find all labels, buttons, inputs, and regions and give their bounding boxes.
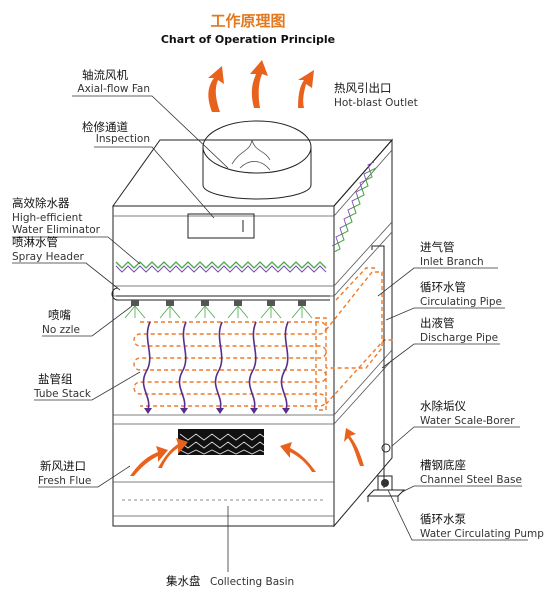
inspection-en: Inspection [96, 133, 150, 145]
nozzle [227, 300, 249, 319]
channel-steel-base [366, 489, 406, 497]
air-arrows [130, 60, 364, 476]
nozzle [159, 300, 181, 319]
nozzle [291, 300, 313, 319]
channel-steel-base-leader [401, 485, 522, 493]
water-eliminator-cn: 高效除水器 [12, 196, 70, 210]
water-eliminator-en2: Water Eliminator [12, 224, 101, 236]
tower-side [333, 138, 393, 528]
nozzle [260, 300, 282, 319]
flow-arrowheads [144, 408, 290, 414]
inspection-leader [94, 146, 215, 219]
label-water-scale-borer: 水除垢仪 Water Scale-Borer [391, 399, 520, 447]
pump-assembly [366, 420, 406, 502]
label-discharge-pipe: 出液管 Discharge Pipe [381, 316, 500, 369]
water-scale-borer-cn: 水除垢仪 [420, 399, 466, 413]
nozzles [124, 300, 313, 319]
label-spray-header: 喷淋水管 Spray Header [12, 235, 121, 291]
circulating-pipe-leader [385, 307, 505, 321]
label-circulating-pipe: 循环水管 Circulating Pipe [385, 280, 505, 321]
scale-borer-valve [381, 443, 391, 453]
nozzle [124, 300, 146, 319]
title-cn: 工作原理图 [210, 12, 285, 30]
water-eliminator-leader [12, 236, 141, 265]
label-inspection: 检修通道 Inspection [82, 120, 215, 219]
fresh-flue-leader [38, 465, 131, 488]
tower-front [112, 205, 335, 527]
discharge-pipe-en: Discharge Pipe [420, 332, 498, 344]
axial-fan-cn: 轴流风机 [82, 68, 128, 82]
inlet-branch-en: Inlet Branch [420, 256, 484, 268]
water-eliminator [115, 161, 377, 273]
discharge-pipe-leader [381, 343, 500, 369]
label-water-eliminator: 高效除水器 High-efficient Water Eliminator [12, 196, 141, 265]
tube-stack-cn: 盐管组 [38, 372, 73, 386]
inspection-door [187, 213, 255, 239]
circulating-pipe-cn: 循环水管 [420, 280, 466, 294]
tube-stack-en: Tube Stack [33, 388, 92, 400]
tube-stack-leader [34, 371, 141, 401]
label-inlet-branch: 进气管 Inlet Branch [377, 240, 498, 297]
collecting-basin-en: Collecting Basin [210, 576, 294, 588]
hot-blast-outlet-cn: 热风引出口 [334, 81, 392, 95]
tower-body [112, 138, 394, 528]
label-fresh-flue: 新风进口 Fresh Flue [38, 459, 131, 488]
fan-blades [231, 139, 271, 171]
circulating-pipe-en: Circulating Pipe [420, 296, 502, 308]
hot-air-arrow [208, 66, 224, 112]
label-nozzle: 喷嘴 No zzle [42, 305, 133, 337]
axial-fan [202, 120, 312, 200]
water-flow-lines [142, 321, 289, 411]
fan-rim [202, 120, 312, 174]
inlet-branch-leader [377, 267, 498, 297]
water-scale-borer-leader [391, 426, 520, 447]
hot-air-arrow [298, 70, 314, 108]
fresh-air-arrow [130, 446, 168, 476]
water-scale-borer-en: Water Scale-Borer [420, 415, 515, 427]
channel-steel-base-en: Channel Steel Base [420, 474, 522, 486]
discharge-pipe-cn: 出液管 [420, 316, 455, 330]
water-circulating-pump-leader [387, 489, 528, 541]
water-eliminator-en1: High-efficient [12, 212, 82, 224]
spray-header [111, 287, 330, 301]
water-circulating-pump-en: Water Circulating Pump [420, 528, 544, 540]
hot-air-arrow [250, 60, 268, 108]
nozzle-en: No zzle [42, 324, 80, 336]
axial-fan-leader [72, 95, 229, 169]
nozzle [194, 300, 216, 319]
label-hot-blast-outlet: 热风引出口 Hot-blast Outlet [334, 81, 418, 109]
label-collecting-basin: 集水盘 Collecting Basin [166, 506, 294, 588]
fill-media [178, 429, 265, 455]
hot-blast-outlet-en: Hot-blast Outlet [334, 97, 418, 109]
fresh-air-arrow [158, 438, 188, 468]
label-tube-stack: 盐管组 Tube Stack [33, 371, 141, 401]
label-water-circulating-pump: 循环水泵 Water Circulating Pump [387, 489, 544, 541]
inspection-cn: 检修通道 [82, 120, 128, 134]
inlet-branch-cn: 进气管 [420, 240, 455, 254]
fresh-flue-en: Fresh Flue [38, 475, 91, 487]
label-channel-steel-base: 槽钢底座 Channel Steel Base [401, 458, 522, 493]
nozzle-cn: 喷嘴 [48, 308, 71, 322]
label-axial-fan: 轴流风机 Axial-flow Fan [72, 68, 229, 169]
spray-header-cn: 喷淋水管 [12, 235, 58, 249]
channel-steel-base-cn: 槽钢底座 [420, 458, 466, 472]
axial-fan-en: Axial-flow Fan [77, 83, 150, 95]
fresh-air-arrow [280, 442, 316, 472]
title-en: Chart of Operation Principle [161, 33, 335, 46]
spray-header-en: Spray Header [12, 251, 85, 263]
fan-cylinder [202, 147, 312, 200]
fresh-air-arrow [344, 428, 364, 466]
tube-stack [133, 245, 394, 470]
nozzle-leader [42, 305, 133, 337]
spray-header-leader [12, 262, 121, 291]
water-circulating-pump-cn: 循环水泵 [420, 512, 466, 526]
collecting-basin-cn: 集水盘 [166, 574, 201, 588]
fresh-flue-cn: 新风进口 [40, 459, 86, 473]
